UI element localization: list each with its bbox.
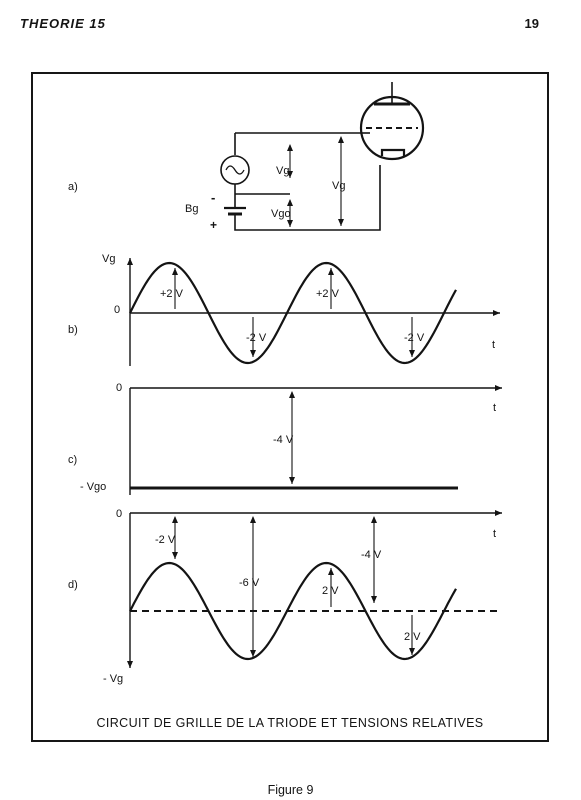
d-amp-down-label: 2 V xyxy=(404,631,421,643)
d-trough-total-label: -6 V xyxy=(239,577,260,589)
cathode xyxy=(380,148,406,156)
b-tlabel: t xyxy=(492,339,495,351)
panel-label-a: a) xyxy=(68,181,78,193)
page-number: 19 xyxy=(524,16,539,31)
b-peak-label-1: +2 V xyxy=(160,288,184,300)
b-ylabel: Vg xyxy=(102,253,115,265)
graph-d xyxy=(127,510,502,668)
running-title: THEORIE 15 xyxy=(20,16,106,31)
c-span-label: -4 V xyxy=(273,434,294,446)
d-zero: 0 xyxy=(116,508,122,520)
sine-symbol xyxy=(225,165,245,175)
battery-minus: - xyxy=(211,190,215,205)
vgo-label: Vgo xyxy=(271,208,291,220)
c-level-label: - Vgo xyxy=(80,481,106,493)
battery-label: Bg xyxy=(185,203,198,215)
d-ylabel: - Vg xyxy=(103,673,123,685)
wire-bottom xyxy=(234,165,381,231)
panel-label-c: c) xyxy=(68,454,77,466)
d-tlabel: t xyxy=(493,528,496,540)
figure-caption: CIRCUIT DE GRILLE DE LA TRIODE ET TENSIO… xyxy=(96,716,484,730)
c-zero: 0 xyxy=(116,382,122,394)
battery-plus: + xyxy=(210,218,217,232)
d-amp-up-label: 2 V xyxy=(322,585,339,597)
figure-frame xyxy=(31,72,549,742)
c-tlabel: t xyxy=(493,402,496,414)
circuit-diagram xyxy=(220,82,425,231)
graph-c xyxy=(129,385,502,495)
b-zero: 0 xyxy=(114,304,120,316)
b-trough-label-2: -2 V xyxy=(404,332,425,344)
panel-label-b: b) xyxy=(68,324,78,336)
b-trough-label-1: -2 V xyxy=(246,332,267,344)
d-sine-wave xyxy=(129,561,457,661)
vg-inner-label: Vg xyxy=(276,165,289,177)
graph-b xyxy=(127,258,500,366)
b-peak-label-2: +2 V xyxy=(316,288,340,300)
d-right-total-label: -4 V xyxy=(361,549,382,561)
b-sine-wave xyxy=(129,261,457,365)
figure-label: Figure 9 xyxy=(267,783,314,797)
panel-label-d: d) xyxy=(68,579,78,591)
vg-outer-label: Vg xyxy=(332,180,345,192)
d-peak-top-label: -2 V xyxy=(155,534,176,546)
